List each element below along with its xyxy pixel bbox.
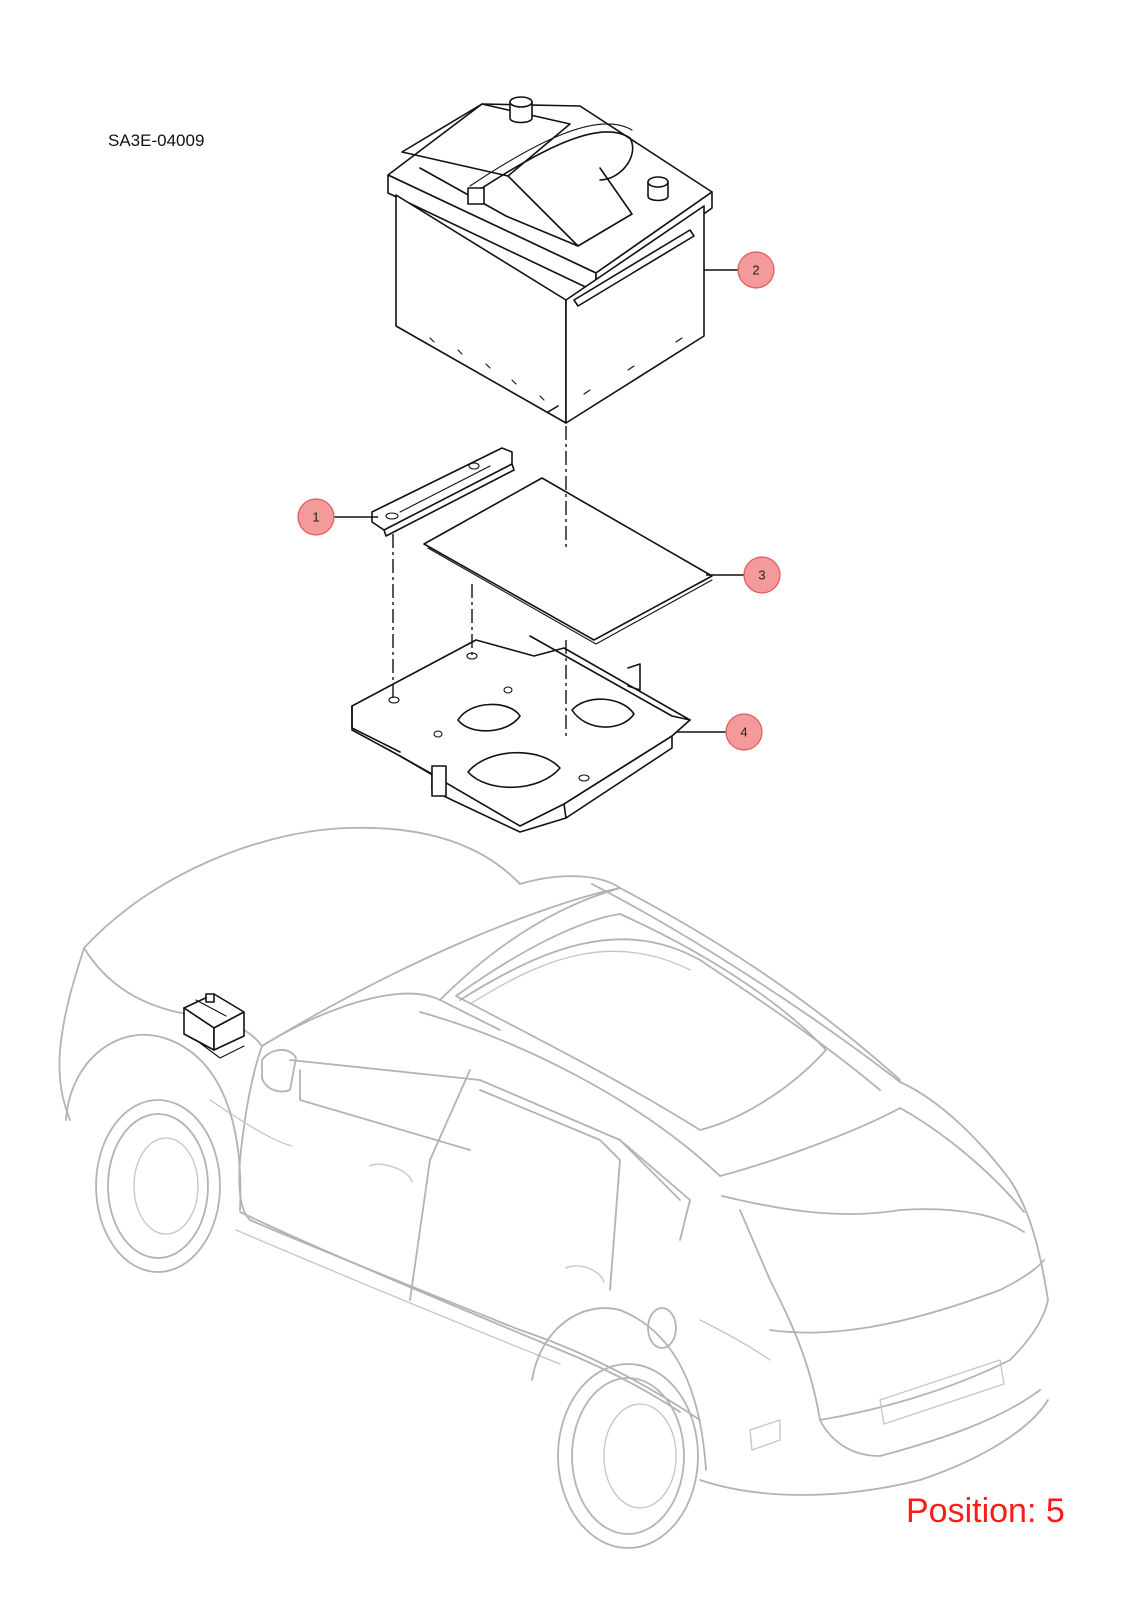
hold-down-bracket — [371, 447, 515, 537]
assembly-lines — [392, 426, 567, 740]
svg-text:4: 4 — [740, 725, 747, 740]
locator-car — [58, 826, 1049, 1549]
battery — [387, 96, 713, 424]
callout-1: 1 — [297, 498, 335, 536]
battery-tray — [351, 635, 691, 833]
battery-location-marker — [183, 993, 245, 1059]
callout-2: 2 — [737, 251, 775, 289]
svg-text:1: 1 — [312, 510, 319, 525]
battery-mat — [423, 477, 713, 645]
svg-text:2: 2 — [752, 263, 759, 278]
position-label: Position: 5 — [906, 1492, 1065, 1530]
callout-4: 4 — [725, 713, 763, 751]
svg-text:3: 3 — [758, 568, 765, 583]
callout-3: 3 — [743, 556, 781, 594]
diagram-code: SA3E-04009 — [108, 131, 205, 150]
callouts: 2 1 3 4 — [297, 251, 781, 751]
